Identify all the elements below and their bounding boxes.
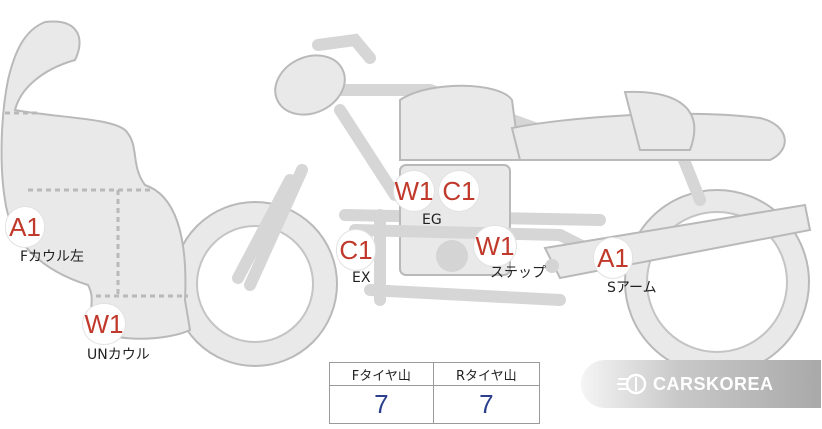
- label-swing-arm: Sアーム: [607, 280, 657, 296]
- carskorea-logo-icon: [617, 373, 647, 395]
- code-badge-exhaust: C1: [337, 230, 375, 270]
- carskorea-watermark: CARSKOREA: [581, 360, 821, 408]
- front-cowl: [0, 20, 192, 340]
- front-fork: [244, 164, 308, 291]
- code-text: W1: [394, 176, 434, 206]
- tail-cowl: [623, 90, 696, 151]
- rear-tire-header: Rタイヤ山: [432, 362, 541, 386]
- handlebar: [312, 33, 376, 64]
- label-step: ステップ: [490, 265, 546, 281]
- headlight: [274, 54, 346, 116]
- label-f-cowl-left: Fカウル左: [20, 249, 85, 265]
- code-text: A1: [9, 212, 41, 242]
- fuel-tank: [399, 84, 522, 161]
- code-text: W1: [84, 309, 124, 339]
- tire-tread-table: Fタイヤ山 Rタイヤ山 7 7: [329, 362, 541, 424]
- code-badge-swing-arm: A1: [594, 238, 632, 278]
- code-text: A1: [597, 243, 629, 273]
- code-text: C1: [442, 176, 476, 206]
- code-text: C1: [339, 235, 373, 265]
- engine-cover: [436, 240, 468, 272]
- watermark-text: CARSKOREA: [653, 373, 774, 394]
- rear-tire-value: 7: [432, 385, 541, 424]
- front-tire-value: 7: [329, 385, 434, 424]
- code-badge-f-cowl: A1: [6, 207, 44, 247]
- code-badge-engine-w: W1: [394, 171, 434, 211]
- label-un-cowl: UNカウル: [87, 347, 150, 363]
- code-text: W1: [475, 231, 515, 261]
- label-engine: EG: [422, 212, 442, 228]
- code-badge-step: W1: [474, 226, 516, 266]
- code-badge-un-cowl: W1: [83, 304, 125, 344]
- label-exhaust: EX: [352, 270, 371, 286]
- code-badge-engine-c: C1: [439, 171, 479, 211]
- front-tire-header: Fタイヤ山: [329, 362, 434, 386]
